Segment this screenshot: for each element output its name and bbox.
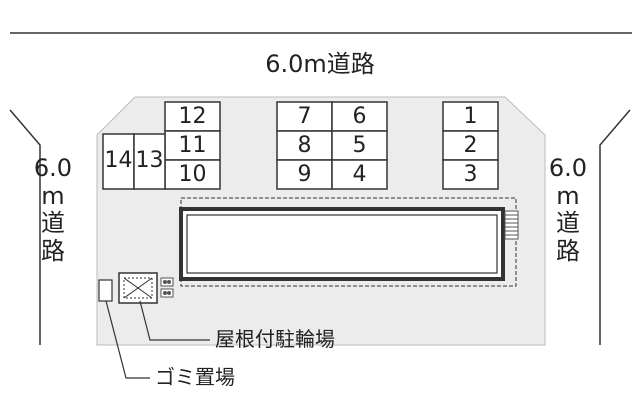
right-road-edge xyxy=(599,109,631,345)
parking-slot-1: 1 xyxy=(463,104,478,129)
parking-slot-11: 11 xyxy=(178,133,207,158)
parking-slot-10: 10 xyxy=(178,162,207,187)
right-road-label: 6.0 m 道 路 xyxy=(548,154,588,265)
parking-slot-6: 6 xyxy=(352,104,367,129)
stairs xyxy=(504,210,519,240)
parking-slot-14: 14 xyxy=(104,148,133,173)
parking-slot-12: 12 xyxy=(178,104,207,129)
building xyxy=(179,207,505,281)
bicycle-leader-line xyxy=(139,300,210,341)
right-road-label-width: 6.0 xyxy=(548,154,588,182)
parking-slot-7: 7 xyxy=(297,104,312,129)
bicycle-parking-label: 屋根付駐輪場 xyxy=(215,327,335,351)
garbage-area-label: ゴミ置場 xyxy=(155,365,235,389)
parking-slot-4: 4 xyxy=(352,162,367,187)
right-road-label-char1: 道 xyxy=(556,209,580,238)
parking-slot-9: 9 xyxy=(297,162,312,187)
parking-grid xyxy=(102,101,499,190)
left-road-label-unit: m xyxy=(41,181,65,210)
left-road-label-char2: 路 xyxy=(41,236,65,265)
parking-slot-3: 3 xyxy=(463,162,478,187)
building-inner xyxy=(186,214,498,274)
left-road-label-width: 6.0 xyxy=(33,154,73,182)
meter-boxes xyxy=(160,277,174,298)
top-road-label: 6.0m道路 xyxy=(265,50,375,78)
garbage-area xyxy=(98,279,113,302)
parking-slot-8: 8 xyxy=(297,133,312,158)
parking-slot-2: 2 xyxy=(463,133,478,158)
left-road-label-char1: 道 xyxy=(41,209,65,238)
parking-slot-13: 13 xyxy=(135,148,164,173)
right-road-label-unit: m xyxy=(556,181,580,210)
garbage-leader-line xyxy=(105,300,150,379)
right-road-label-char2: 路 xyxy=(556,236,580,265)
parking-slot-5: 5 xyxy=(352,133,367,158)
left-road-label: 6.0 m 道 路 xyxy=(33,154,73,265)
bicycle-parking xyxy=(118,272,158,304)
left-road-edge xyxy=(9,109,41,345)
